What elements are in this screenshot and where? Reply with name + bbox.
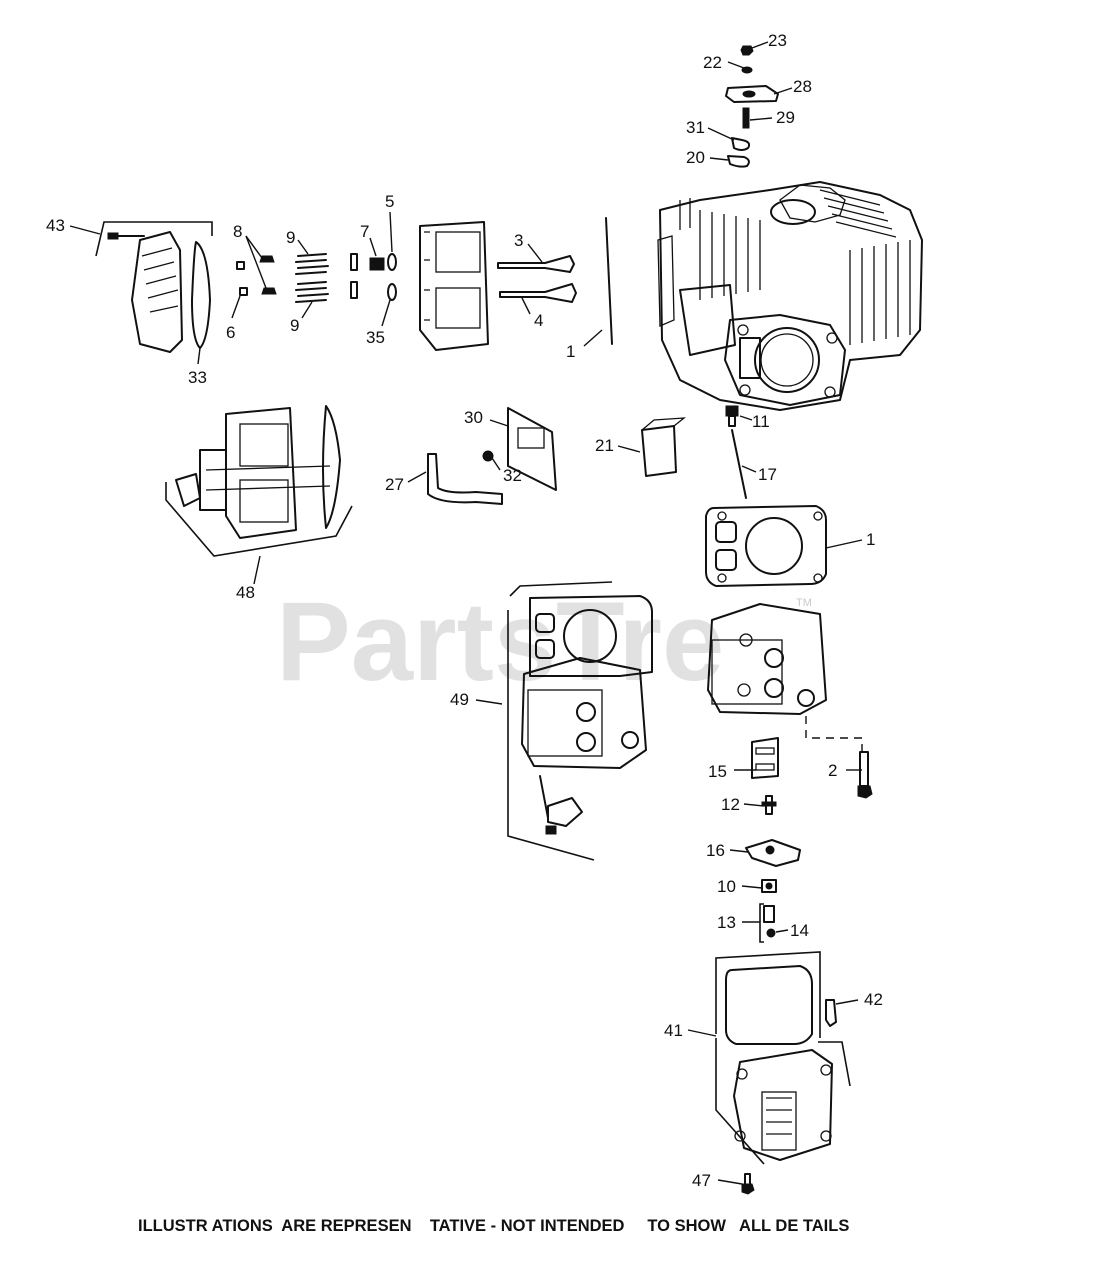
part-7-valve-seal[interactable] bbox=[350, 253, 385, 299]
callout-41: 41 bbox=[664, 1021, 683, 1040]
part-23-nut[interactable] bbox=[740, 45, 754, 56]
part-6-valve-keepers[interactable] bbox=[236, 261, 248, 296]
part-35-rotator[interactable] bbox=[387, 283, 397, 301]
part-49-cylinder-head-kit[interactable] bbox=[507, 581, 653, 861]
part-4-exhaust-valve[interactable] bbox=[499, 283, 577, 303]
part-2-head-bolt[interactable] bbox=[805, 716, 873, 799]
cylinder-head-right bbox=[707, 603, 827, 715]
part-5-rotator[interactable] bbox=[387, 253, 397, 271]
part-8-spring-retainers[interactable] bbox=[259, 255, 277, 295]
callout-17: 17 bbox=[758, 465, 777, 484]
part-1-head-gasket-edge[interactable] bbox=[605, 217, 613, 345]
part-21-filter[interactable] bbox=[641, 417, 687, 477]
callout-30: 30 bbox=[464, 408, 483, 427]
part-13-adjuster-nut[interactable] bbox=[759, 903, 775, 943]
callout-7: 7 bbox=[360, 222, 369, 241]
callout-29: 29 bbox=[776, 108, 795, 127]
part-29-stud[interactable] bbox=[742, 107, 750, 129]
part-28-breather-cover[interactable] bbox=[725, 85, 779, 103]
callout-43: 43 bbox=[46, 216, 65, 235]
part-20-clip[interactable] bbox=[727, 155, 750, 168]
part-43-valve-cover-assembly[interactable] bbox=[95, 221, 213, 353]
callout-27: 27 bbox=[385, 475, 404, 494]
disclaimer-text: ILLUSTR ATIONS ARE REPRESEN TATIVE - NOT… bbox=[138, 1217, 849, 1235]
part-42-breather-tube[interactable] bbox=[818, 999, 851, 1087]
part-33-gasket[interactable] bbox=[191, 241, 211, 349]
callout-16: 16 bbox=[706, 841, 725, 860]
callout-47: 47 bbox=[692, 1171, 711, 1190]
watermark-text: PartsTre bbox=[276, 579, 724, 704]
callout-20: 20 bbox=[686, 148, 705, 167]
callout-21: 21 bbox=[595, 436, 614, 455]
part-47-bolt[interactable] bbox=[741, 1173, 755, 1195]
callout-10: 10 bbox=[717, 877, 736, 896]
part-17-pushrod[interactable] bbox=[731, 429, 747, 499]
part-15-rocker-guide[interactable] bbox=[751, 737, 779, 779]
callout-15: 15 bbox=[708, 762, 727, 781]
part-22-washer[interactable] bbox=[741, 66, 753, 74]
callout-23: 23 bbox=[768, 31, 787, 50]
callout-11: 11 bbox=[752, 412, 770, 431]
callout-33: 33 bbox=[188, 368, 207, 387]
part-27-breather-tube[interactable] bbox=[427, 453, 503, 505]
callout-9-lower: 9 bbox=[290, 316, 299, 335]
part-3-intake-valve[interactable] bbox=[497, 255, 575, 273]
part-10-pivot[interactable] bbox=[761, 879, 777, 893]
part-41-valve-cover-assembly[interactable] bbox=[715, 951, 833, 1165]
callout-13: 13 bbox=[717, 913, 736, 932]
part-9-valve-springs[interactable] bbox=[295, 253, 329, 303]
callout-48: 48 bbox=[236, 583, 255, 602]
part-12-rocker-stud[interactable] bbox=[761, 795, 777, 815]
callout-49: 49 bbox=[450, 690, 469, 709]
leader-lines bbox=[69, 41, 863, 1185]
callout-35: 35 bbox=[366, 328, 385, 347]
callout-42: 42 bbox=[864, 990, 883, 1009]
part-1-head-gasket[interactable] bbox=[705, 505, 827, 587]
callout-4: 4 bbox=[534, 311, 543, 330]
callout-32: 32 bbox=[503, 466, 522, 485]
watermark-trademark: TM bbox=[796, 597, 812, 609]
callout-9-upper: 9 bbox=[286, 228, 295, 247]
callout-8: 8 bbox=[233, 222, 242, 241]
part-16-rocker-arm[interactable] bbox=[745, 839, 801, 867]
callout-14: 14 bbox=[790, 921, 809, 940]
part-48-cylinder-head-assembly[interactable] bbox=[165, 405, 353, 557]
cylinder-head-side-view bbox=[419, 221, 489, 351]
callout-3: 3 bbox=[514, 231, 523, 250]
part-32-screw[interactable] bbox=[482, 450, 494, 462]
callout-31: 31 bbox=[686, 118, 705, 137]
callout-1-lower: 1 bbox=[866, 530, 875, 549]
part-11-bolt[interactable] bbox=[725, 405, 739, 427]
callout-12: 12 bbox=[721, 795, 740, 814]
callout-2: 2 bbox=[828, 761, 837, 780]
callout-1-upper: 1 bbox=[566, 342, 575, 361]
engine-crankcase-block bbox=[657, 181, 923, 411]
part-14-locknut[interactable] bbox=[766, 928, 776, 938]
callout-6: 6 bbox=[226, 323, 235, 342]
callout-labels: 23 22 28 29 31 20 43 8 9 7 5 3 6 9 35 4 … bbox=[46, 31, 883, 1190]
part-31-clip[interactable] bbox=[731, 137, 751, 151]
callout-28: 28 bbox=[793, 77, 812, 96]
callout-22: 22 bbox=[703, 53, 722, 72]
part-30-breather-plate[interactable] bbox=[507, 407, 557, 491]
callout-5: 5 bbox=[385, 192, 394, 211]
